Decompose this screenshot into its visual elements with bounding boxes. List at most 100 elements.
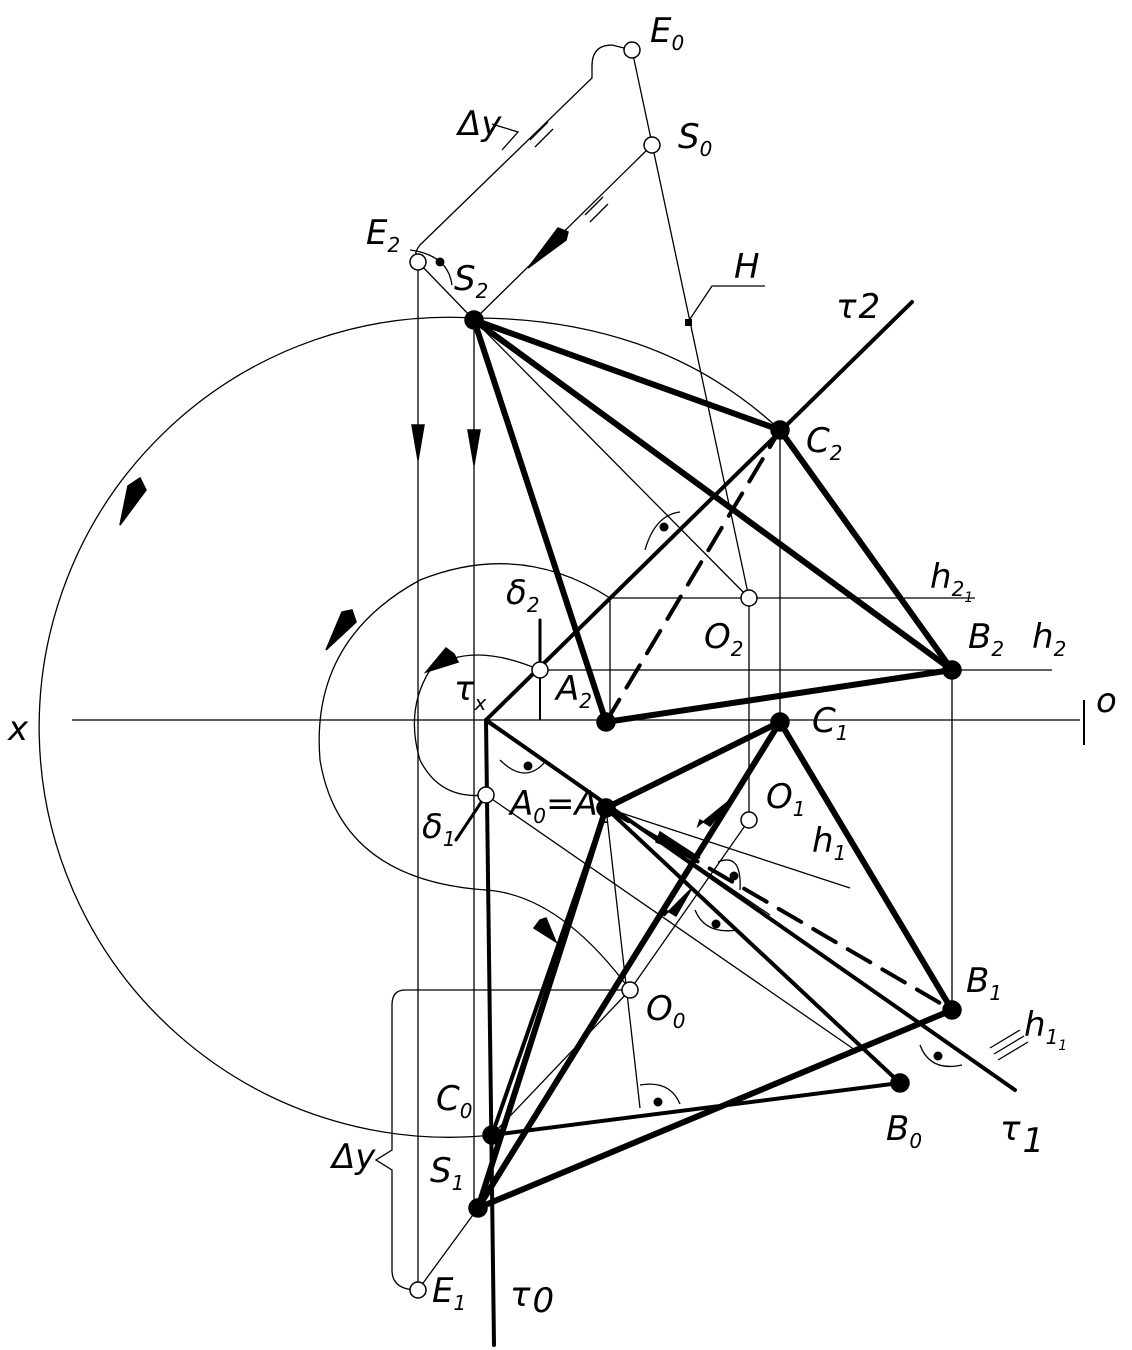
point-e1: [409, 1281, 427, 1299]
edge-s1-c1: [475, 719, 783, 1211]
label-h11: h11: [1024, 1005, 1067, 1054]
label-e0: E0: [650, 11, 684, 55]
arrows: [119, 227, 731, 944]
label-c1: C1: [812, 701, 848, 745]
label-axis-x: x: [7, 709, 29, 749]
dy-top-kink: [491, 123, 520, 151]
point-a2: [531, 661, 549, 679]
label-s1: S1: [430, 1151, 464, 1195]
point-o2: [740, 589, 758, 607]
trace-tau0: [484, 718, 496, 1347]
trace-tau1: [484, 718, 1017, 1092]
arrow-medium-arc: [325, 609, 357, 651]
arrow-down-s: [467, 429, 481, 466]
line-e1-low: [485, 794, 856, 1051]
edge-a2-c2-hidden: [604, 428, 782, 724]
line-s2-o2: [473, 319, 750, 599]
point-s2: [464, 310, 484, 330]
label-s2: S2: [454, 259, 488, 303]
line-e2-s2: [417, 261, 475, 321]
point-o0: [621, 981, 639, 999]
solid-points: [464, 310, 962, 1218]
edge-b0-c0: [490, 1081, 902, 1137]
label-delta1: δ1: [422, 807, 456, 851]
label-tau2: τ2: [836, 287, 880, 327]
point-o1: [740, 811, 758, 829]
arrow-s1-c1-a: [696, 799, 731, 829]
label-h1: h1: [812, 821, 846, 865]
delta1-line: [454, 793, 488, 842]
label-dy-top: Δy: [455, 104, 502, 144]
arrow-down-e: [411, 424, 425, 461]
label-b2: B2: [968, 617, 1004, 661]
trace-tau2: [484, 300, 914, 722]
small-rotation-arc: [413, 654, 541, 797]
arrow-small-arc: [423, 646, 460, 674]
label-h21: h21: [930, 557, 973, 606]
dy-bottom-brace: [374, 989, 630, 1291]
line-a1-o0: [605, 807, 641, 1109]
edge-a1-c1: [603, 719, 783, 811]
medium-rotation-arc: [318, 563, 631, 991]
label-axis-o: o: [1096, 681, 1117, 721]
edge-a0-b0: [604, 806, 902, 1085]
edge-c0-a0: [490, 806, 608, 1137]
label-b1: B1: [966, 961, 1002, 1005]
label-s0: S0: [678, 117, 712, 161]
edge-s1-b1: [475, 1007, 955, 1211]
arrow-s1-c1-b: [663, 887, 693, 918]
label-c2: C2: [806, 421, 842, 465]
point-c2: [770, 420, 790, 440]
label-c0: C0: [436, 1079, 472, 1123]
point-c0: [482, 1125, 502, 1145]
label-h: H: [734, 247, 760, 287]
open-points: [409, 41, 758, 1299]
label-o0: O0: [646, 989, 686, 1033]
label-tau0: τ0: [510, 1275, 554, 1321]
label-tau1: τ1: [1000, 1109, 1044, 1161]
line-o0-o1: [629, 819, 750, 991]
point-s1: [468, 1198, 488, 1218]
point-c1: [770, 712, 790, 732]
label-b0: B0: [886, 1109, 922, 1153]
point-a1: [596, 798, 616, 818]
label-a2: A2: [554, 669, 592, 713]
label-a0-a1: A0=A1: [508, 784, 610, 828]
label-o2: O2: [704, 617, 744, 661]
point-b1: [942, 1000, 962, 1020]
dy-top-brace: [414, 44, 633, 263]
top-arc: [473, 317, 781, 431]
point-a0-low: [477, 786, 495, 804]
arrow-s0-s2: [527, 227, 569, 269]
label-dy-bottom: Δy: [329, 1137, 376, 1177]
line-e1-s1: [417, 1207, 479, 1291]
label-e2: E2: [366, 213, 400, 257]
point-b0: [890, 1073, 910, 1093]
line-c0-o0: [491, 989, 631, 1136]
point-e2: [409, 253, 427, 271]
labels: E0 S0 Δy E2 S2 H τ2 C2 h21 O2 B2 h2 δ2 A…: [7, 11, 1117, 1321]
line-a1-o1-h1: [605, 807, 851, 889]
label-e1: E1: [432, 1271, 466, 1315]
label-o1: O1: [766, 777, 806, 821]
edge-c2-b2: [777, 427, 955, 673]
point-b2: [942, 660, 962, 680]
edge-s2-b2: [471, 317, 955, 673]
h-leader: [687, 285, 765, 323]
edge-s2-a2: [471, 317, 609, 725]
label-tau-x: τx: [454, 669, 486, 715]
point-e0: [623, 41, 641, 59]
label-h2: h2: [1032, 617, 1066, 661]
arrow-big-arc: [119, 476, 147, 526]
arrow-to-o0: [532, 917, 558, 944]
point-s0: [643, 136, 661, 154]
edge-c1-b1: [777, 719, 955, 1013]
label-delta2: δ2: [506, 573, 540, 617]
point-a2-real: [596, 712, 616, 732]
right-angle-dots: [435, 257, 943, 1107]
arrow-a1-b1: [655, 830, 701, 859]
edge-s2-c2: [471, 317, 783, 433]
big-rotation-arc: [38, 316, 493, 1138]
edge-a2-b2: [603, 667, 955, 725]
